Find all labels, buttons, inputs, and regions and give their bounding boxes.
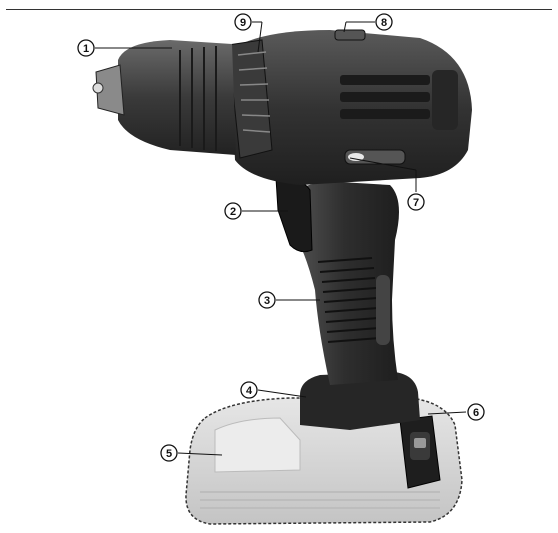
callout-4: 4	[240, 381, 258, 399]
callout-2: 2	[224, 202, 242, 220]
svg-text:8: 8	[381, 17, 387, 29]
svg-text:9: 9	[240, 17, 246, 29]
work-light	[348, 153, 364, 161]
trigger	[275, 177, 313, 253]
svg-text:4: 4	[246, 385, 253, 397]
chuck	[118, 40, 236, 155]
callout-6: 6	[467, 403, 485, 421]
handle-base	[300, 372, 420, 430]
svg-text:7: 7	[413, 197, 419, 209]
chuck-tip	[95, 64, 125, 116]
callout-1: 1	[77, 39, 95, 57]
callout-5: 5	[160, 444, 178, 462]
grip-panel	[376, 275, 390, 345]
svg-text:2: 2	[230, 206, 236, 218]
leader-lines	[95, 21, 467, 456]
forward-reverse-switch	[344, 149, 406, 165]
gear-selector	[334, 29, 366, 41]
top-rule	[6, 9, 552, 10]
grip-ribs	[317, 257, 381, 343]
torque-ring-marks	[237, 51, 271, 133]
callout-8: 8	[375, 13, 393, 31]
callout-3: 3	[258, 291, 276, 309]
svg-text:5: 5	[166, 448, 172, 460]
chuck-ribs	[179, 46, 217, 151]
callout-9: 9	[234, 13, 252, 31]
svg-text:3: 3	[264, 295, 270, 307]
svg-text:6: 6	[473, 407, 479, 419]
callout-7: 7	[407, 193, 425, 211]
handle	[290, 181, 399, 385]
body-vents	[340, 70, 458, 130]
battery-pack	[185, 397, 463, 525]
motor-body	[230, 30, 472, 185]
svg-text:1: 1	[83, 43, 89, 55]
battery-release-clip	[399, 415, 441, 489]
